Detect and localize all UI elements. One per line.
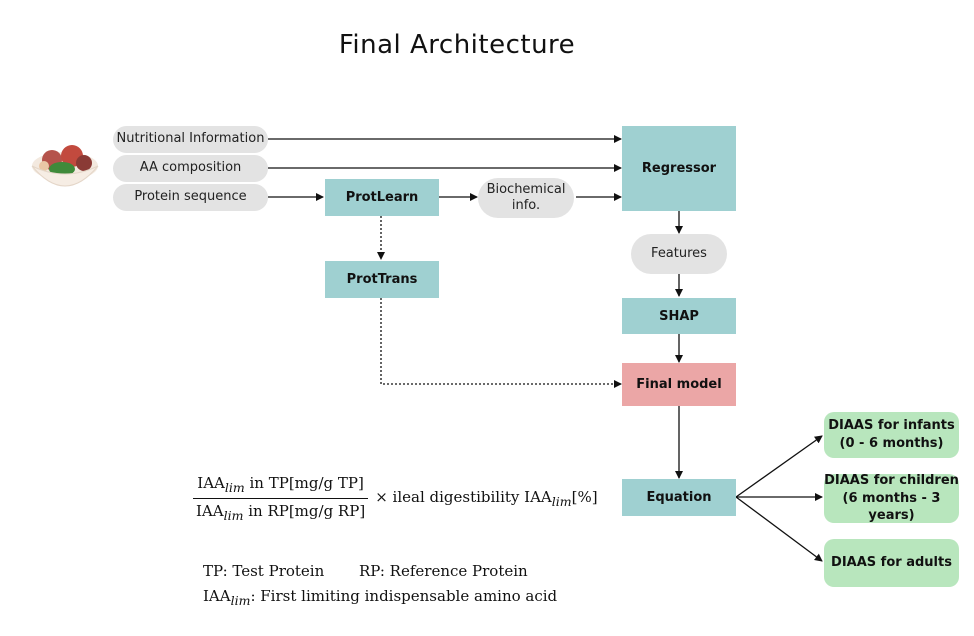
equation-node: Equation	[622, 479, 736, 516]
edge-equation-adults	[735, 496, 823, 562]
diaas-formula: IAAlim in TP[mg/g TP] IAAlim in RP[mg/g …	[192, 474, 598, 523]
output-diaas-adults: DIAAS for adults	[824, 539, 959, 587]
regressor-node: Regressor	[622, 126, 736, 211]
biochemical-info: Biochemical info.	[478, 178, 574, 218]
food-bowl-icon	[28, 136, 102, 198]
edge-equation-infants	[735, 435, 823, 498]
formula-fraction: IAAlim in TP[mg/g TP] IAAlim in RP[mg/g …	[192, 474, 369, 523]
output-children-title: DIAAS for children	[824, 473, 959, 489]
output-diaas-children: DIAAS for children (6 months - 3 years)	[824, 473, 959, 524]
prottrans-node: ProtTrans	[325, 261, 439, 298]
legend-tp: TP: Test Protein	[203, 562, 325, 580]
output-infants-title: DIAAS for infants	[828, 418, 955, 434]
page-title: Final Architecture	[338, 30, 576, 60]
features-node: Features	[631, 234, 727, 274]
output-diaas-infants: DIAAS for infants (0 - 6 months)	[824, 412, 959, 458]
formula-numerator: IAAlim in TP[mg/g TP]	[193, 474, 368, 499]
input-aa-composition: AA composition	[113, 155, 268, 182]
final-model-node: Final model	[622, 363, 736, 406]
output-children-range: (6 months - 3 years)	[842, 490, 941, 524]
input-nutritional-information: Nutritional Information	[113, 126, 268, 153]
legend-iaa: IAAlim: First limiting indispensable ami…	[203, 587, 558, 608]
legend-rp: RP: Reference Protein	[359, 562, 528, 580]
output-infants-range: (0 - 6 months)	[839, 436, 944, 451]
input-protein-sequence: Protein sequence	[113, 184, 268, 211]
shap-node: SHAP	[622, 298, 736, 334]
formula-multiplier: × ileal digestibility IAAlim[%]	[375, 488, 598, 509]
edge-prottrans-finalmodel	[380, 298, 622, 388]
protlearn-node: ProtLearn	[325, 179, 439, 216]
formula-denominator: IAAlim in RP[mg/g RP]	[196, 502, 366, 523]
